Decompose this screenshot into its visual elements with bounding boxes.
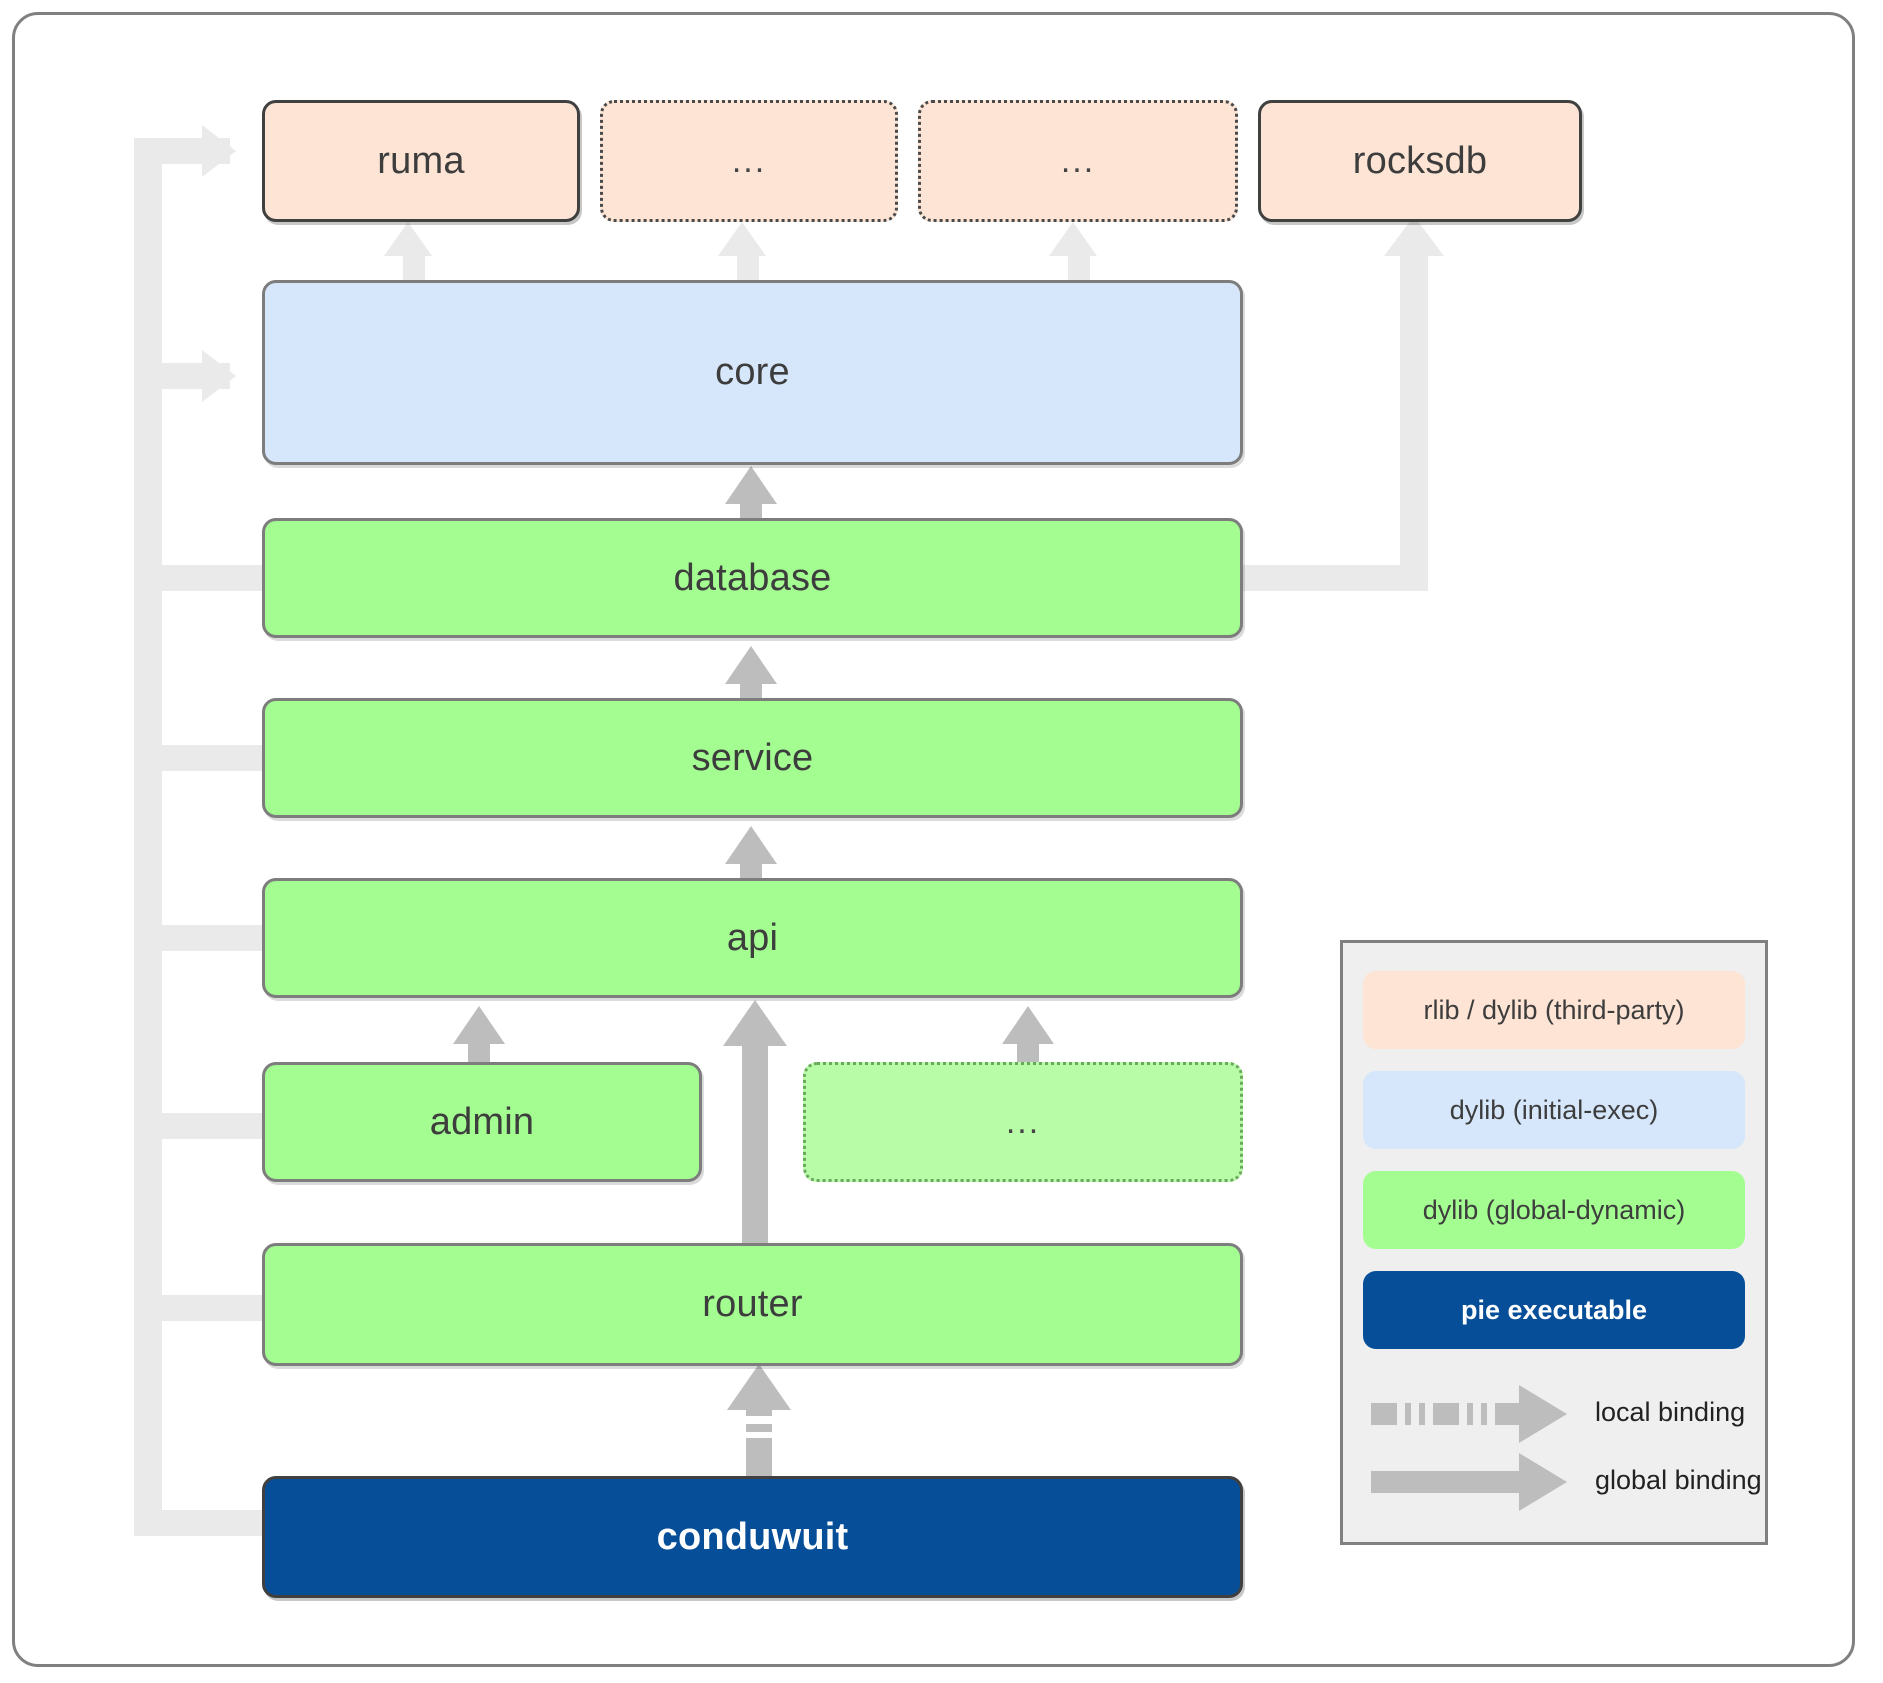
legend-label-initial-exec: dylib (initial-exec) bbox=[1449, 1094, 1659, 1125]
node-ellipsis-mid[interactable]: ... bbox=[803, 1062, 1243, 1182]
database-to-rocksdb-horizontal bbox=[1240, 565, 1428, 591]
legend-label-global-dynamic: dylib (global-dynamic) bbox=[1422, 1194, 1686, 1225]
branch-to-core-arrowhead bbox=[202, 350, 236, 402]
database-to-rocksdb-vertical bbox=[1400, 252, 1428, 591]
local-binding-dash-5 bbox=[1467, 1403, 1473, 1425]
core-to-ruma-shaft bbox=[403, 248, 425, 288]
router-to-api-arrowhead bbox=[723, 1000, 787, 1046]
branch-to-admin bbox=[134, 1113, 268, 1139]
branch-to-service bbox=[134, 745, 268, 771]
branch-to-api bbox=[134, 925, 268, 951]
node-database-label: database bbox=[673, 556, 832, 599]
local-binding-dash-7 bbox=[1495, 1403, 1521, 1425]
node-core-label: core bbox=[715, 351, 790, 393]
conduwuit-to-router-dash-2 bbox=[746, 1424, 772, 1432]
branch-to-router bbox=[134, 1295, 268, 1321]
local-binding-arrowhead bbox=[1519, 1385, 1567, 1443]
legend-swatch-initial-exec[interactable]: dylib (initial-exec) bbox=[1363, 1071, 1745, 1149]
legend-row-local-binding: local binding bbox=[1363, 1383, 1753, 1445]
service-to-database-shaft bbox=[740, 680, 762, 702]
branch-to-ruma-arrowhead bbox=[202, 125, 236, 177]
admin-to-api-arrowhead bbox=[453, 1006, 505, 1044]
api-to-service-arrowhead bbox=[725, 826, 777, 864]
core-to-ellipsis1-arrowhead bbox=[718, 222, 766, 256]
api-to-service-shaft bbox=[740, 860, 762, 882]
legend-label-local-binding: local binding bbox=[1595, 1397, 1746, 1427]
legend-label-global-binding: global binding bbox=[1595, 1465, 1762, 1495]
legend-row-global-binding: global binding bbox=[1363, 1451, 1762, 1513]
router-to-api-shaft bbox=[742, 1030, 768, 1245]
node-conduwuit-label: conduwuit bbox=[656, 1515, 849, 1558]
conduwuit-to-router-arrowhead bbox=[727, 1364, 791, 1410]
node-ellipsis-top-1[interactable]: ... bbox=[600, 100, 898, 222]
branch-to-conduwuit bbox=[134, 1510, 268, 1536]
branch-to-database bbox=[134, 565, 268, 591]
left-trunk-connector bbox=[134, 138, 162, 1536]
node-router[interactable]: router bbox=[262, 1243, 1243, 1366]
node-service[interactable]: service bbox=[262, 698, 1243, 818]
global-binding-shaft bbox=[1371, 1471, 1521, 1493]
conduwuit-to-router-dash-3 bbox=[746, 1408, 772, 1416]
node-ruma[interactable]: ruma bbox=[262, 100, 580, 222]
local-binding-dash-4 bbox=[1433, 1403, 1459, 1425]
node-ellipsis-top-2[interactable]: ... bbox=[918, 100, 1238, 222]
node-ellipsis-mid-label: ... bbox=[1005, 1102, 1041, 1141]
node-ruma-label: ruma bbox=[377, 139, 465, 182]
node-admin[interactable]: admin bbox=[262, 1062, 702, 1182]
node-conduwuit[interactable]: conduwuit bbox=[262, 1476, 1243, 1598]
node-rocksdb[interactable]: rocksdb bbox=[1258, 100, 1582, 222]
local-binding-dash-1 bbox=[1371, 1403, 1397, 1425]
local-binding-dash-2 bbox=[1405, 1403, 1411, 1425]
legend-label-pie-executable: pie executable bbox=[1460, 1294, 1648, 1325]
node-rocksdb-label: rocksdb bbox=[1352, 139, 1488, 182]
conduwuit-to-router-dash-1 bbox=[746, 1438, 772, 1476]
node-core[interactable]: core bbox=[262, 280, 1243, 465]
node-api[interactable]: api bbox=[262, 878, 1243, 998]
legend-swatch-third-party[interactable]: rlib / dylib (third-party) bbox=[1363, 971, 1745, 1049]
legend-label-third-party: rlib / dylib (third-party) bbox=[1423, 994, 1685, 1025]
service-to-database-arrowhead bbox=[725, 646, 777, 684]
node-router-label: router bbox=[702, 1283, 803, 1325]
local-binding-dash-6 bbox=[1481, 1403, 1487, 1425]
node-api-label: api bbox=[726, 916, 779, 959]
global-binding-arrowhead bbox=[1519, 1453, 1567, 1511]
legend-swatch-pie-executable[interactable]: pie executable bbox=[1363, 1271, 1745, 1349]
core-to-ellipsis2-shaft bbox=[1068, 248, 1090, 288]
legend-panel: rlib / dylib (third-party) dylib (initia… bbox=[1340, 940, 1768, 1545]
node-service-label: service bbox=[691, 736, 814, 779]
core-to-ellipsis1-shaft bbox=[737, 248, 759, 288]
ellipsis-mid-to-api-shaft bbox=[1017, 1040, 1039, 1064]
node-database[interactable]: database bbox=[262, 518, 1243, 638]
local-binding-dash-3 bbox=[1419, 1403, 1425, 1425]
ellipsis-mid-to-api-arrowhead bbox=[1002, 1006, 1054, 1044]
core-to-ellipsis2-arrowhead bbox=[1049, 222, 1097, 256]
core-to-ruma-arrowhead bbox=[384, 222, 432, 256]
node-ellipsis-top-2-label: ... bbox=[1060, 141, 1096, 180]
admin-to-api-shaft bbox=[468, 1040, 490, 1064]
database-to-rocksdb-arrowhead bbox=[1384, 216, 1444, 256]
node-ellipsis-top-1-label: ... bbox=[731, 141, 767, 180]
database-to-core-shaft bbox=[740, 500, 762, 522]
node-admin-label: admin bbox=[429, 1100, 535, 1143]
database-to-core-arrowhead bbox=[725, 466, 777, 504]
legend-swatch-global-dynamic[interactable]: dylib (global-dynamic) bbox=[1363, 1171, 1745, 1249]
